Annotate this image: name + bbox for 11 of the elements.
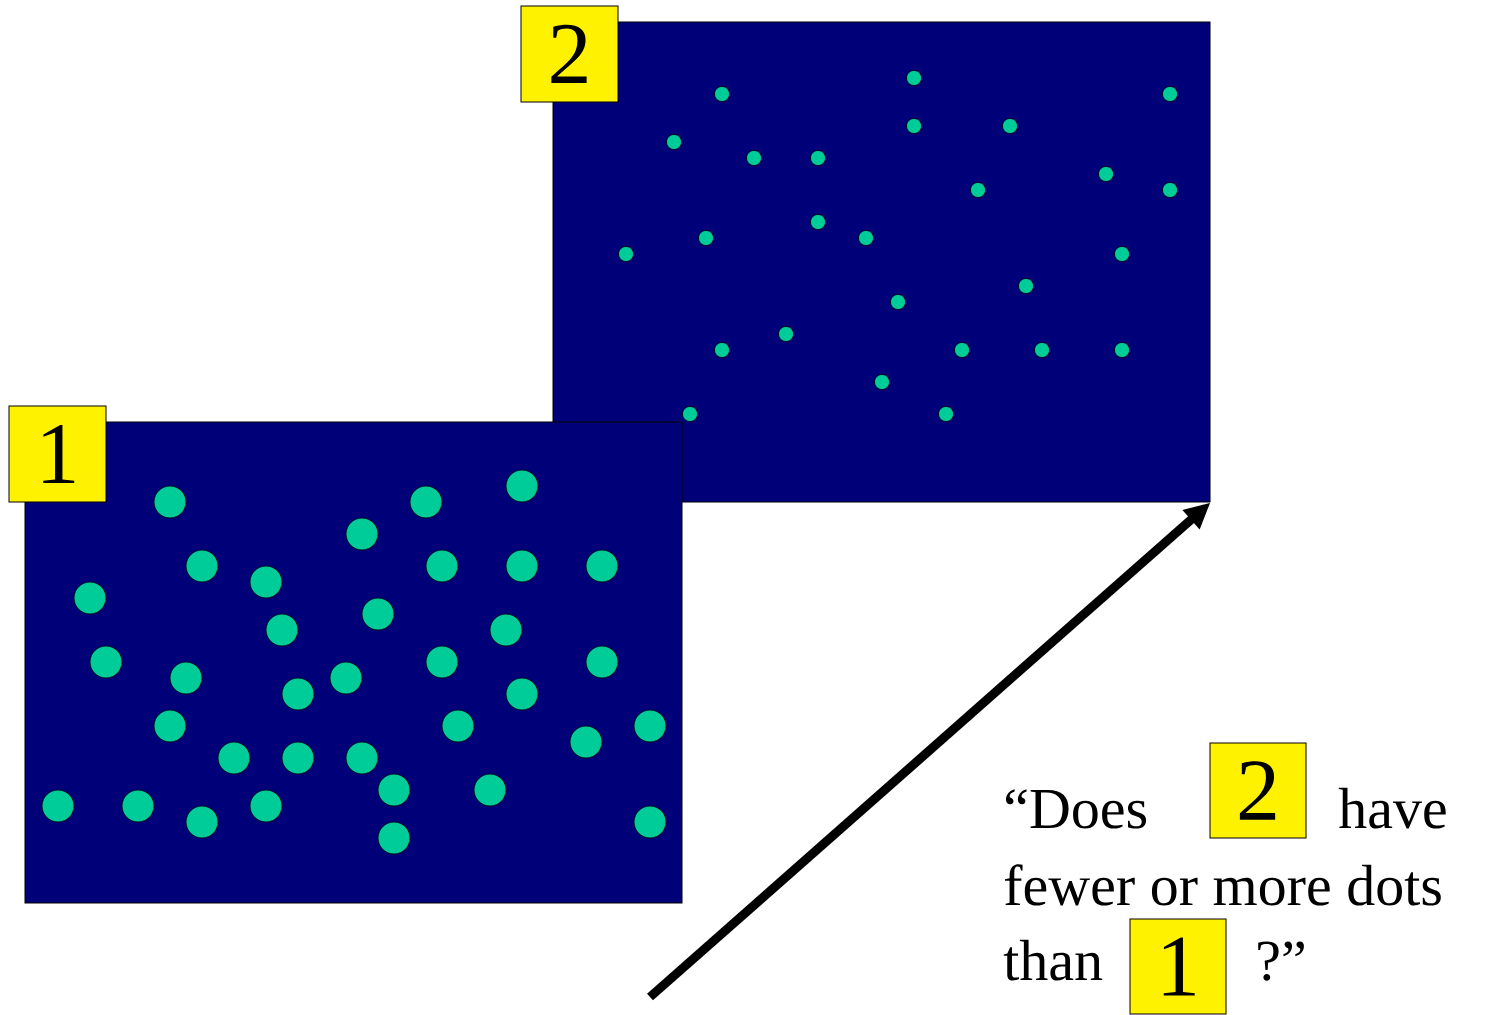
dot-panel-drawing <box>24 421 683 904</box>
number-box: 2 <box>1209 742 1307 839</box>
number-box: 2 <box>520 5 619 103</box>
question-text: than <box>1003 939 1103 981</box>
question-text: “Does <box>1006 789 1147 829</box>
question-text: have <box>1338 787 1446 829</box>
number-box: 1 <box>1129 918 1227 1015</box>
question-text: ?” <box>1258 941 1304 981</box>
dot-panel-drawing <box>552 21 1211 503</box>
number-box: 1 <box>8 405 107 503</box>
question-text: fewer or more dots <box>1005 864 1441 906</box>
